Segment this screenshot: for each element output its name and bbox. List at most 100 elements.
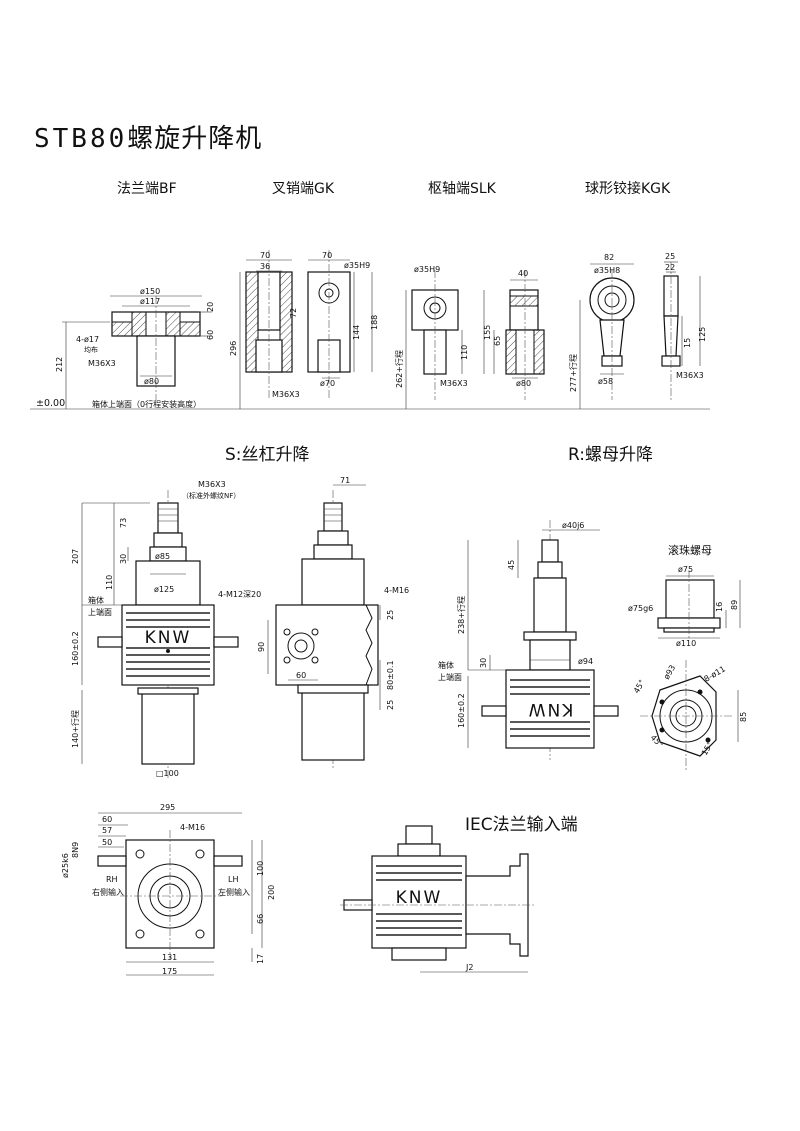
s-side-80: 80±0.1 bbox=[386, 660, 395, 690]
s-side-4m16: 4-M16 bbox=[384, 586, 409, 595]
bf-20: 20 bbox=[206, 302, 215, 312]
bf-uniform: 均布 bbox=[84, 345, 98, 354]
kgk-m36: M36X3 bbox=[676, 371, 704, 380]
slk-d35h9: ø35H9 bbox=[414, 265, 440, 274]
fv-8d11: 8-ø11 bbox=[703, 664, 727, 683]
ballnut-label: 滚珠螺母 bbox=[668, 544, 712, 557]
bn-16: 16 bbox=[715, 602, 724, 612]
slk-m36: M36X3 bbox=[440, 379, 468, 388]
label-slk: 枢轴端SLK bbox=[428, 181, 496, 197]
s-side-90: 90 bbox=[257, 642, 266, 652]
s-d85: ø85 bbox=[155, 552, 170, 561]
s-73: 73 bbox=[119, 518, 128, 528]
r-d40j6: ø40j6 bbox=[562, 521, 584, 530]
tv-8n9: 8N9 bbox=[71, 842, 80, 858]
r-30: 30 bbox=[479, 658, 488, 668]
s-nf: （标准外螺纹NF） bbox=[182, 491, 240, 500]
tv-200: 200 bbox=[267, 885, 276, 900]
kgk-125: 125 bbox=[698, 327, 707, 342]
tv-66: 66 bbox=[256, 914, 265, 924]
zero-text: ±0.00 bbox=[36, 398, 65, 409]
gk-296: 296 bbox=[229, 341, 238, 356]
title-name: 螺旋升降机 bbox=[127, 124, 263, 154]
title-model: STB80 bbox=[34, 124, 128, 154]
fv-45a: 45° bbox=[632, 678, 647, 695]
r-front-logo: KNW bbox=[527, 699, 574, 719]
r-d94: ø94 bbox=[578, 657, 593, 666]
tv-rh: RH bbox=[106, 875, 118, 884]
gk-70a: 70 bbox=[260, 251, 270, 260]
fv-d93: ø93 bbox=[662, 663, 677, 681]
kgk-277: 277+行程 bbox=[568, 354, 578, 392]
bf-d80: ø80 bbox=[144, 377, 159, 386]
slk-155: 155 bbox=[483, 325, 492, 340]
gk-144: 144 bbox=[352, 325, 361, 340]
bf-212: 212 bbox=[55, 357, 64, 372]
s-d125: ø125 bbox=[154, 585, 174, 594]
r-front-drawing bbox=[467, 520, 619, 760]
gk-36: 36 bbox=[260, 262, 270, 271]
flange-view-drawing bbox=[640, 660, 739, 770]
s-side-25b: 25 bbox=[386, 700, 395, 710]
kgk-82: 82 bbox=[604, 253, 614, 262]
gk-188: 188 bbox=[370, 315, 379, 330]
tv-d25k6: ø25k6 bbox=[61, 853, 70, 878]
s-side-60: 60 bbox=[296, 671, 306, 680]
kgk-d58: ø58 bbox=[598, 377, 613, 386]
slk-65: 110 bbox=[460, 345, 469, 360]
tv-rh-text: 右侧输入 bbox=[92, 887, 124, 897]
ballnut-drawing bbox=[657, 570, 741, 640]
bf-flange-drawing bbox=[62, 295, 212, 409]
gk-70b: 70 bbox=[322, 251, 332, 260]
s-box: 箱体 bbox=[88, 595, 104, 605]
tv-60: 60 bbox=[102, 815, 112, 824]
r-45: 45 bbox=[507, 560, 516, 570]
s-side-25a: 25 bbox=[386, 610, 395, 620]
s-207: 207 bbox=[71, 549, 80, 564]
gk-72: 72 bbox=[289, 308, 298, 318]
s-160: 160±0.2 bbox=[71, 631, 80, 666]
s-side-71: 71 bbox=[340, 476, 350, 485]
iec-j2: J2 bbox=[465, 963, 473, 972]
s-140: 140+行程 bbox=[70, 710, 80, 748]
r-top-face: 上端面 bbox=[438, 672, 462, 682]
s-front-logo: KNW bbox=[145, 628, 192, 648]
tv-175: 175 bbox=[162, 967, 177, 976]
section-s: S:丝杠升降 bbox=[225, 445, 310, 465]
bn-89: 89 bbox=[730, 600, 739, 610]
s-side-drawing bbox=[267, 484, 381, 770]
gk-m36: M36X3 bbox=[272, 390, 300, 399]
slk-d80: ø80 bbox=[516, 379, 531, 388]
kgk-22: 22 bbox=[665, 263, 675, 272]
s-sq100: □100 bbox=[156, 769, 179, 778]
slk-side-drawing bbox=[483, 270, 545, 400]
bf-m36: M36X3 bbox=[88, 359, 116, 368]
gk-d35h9: ø35H9 bbox=[344, 261, 370, 270]
gk-side-drawing bbox=[307, 250, 373, 400]
page-title: STB80螺旋升降机 bbox=[34, 118, 262, 155]
tv-131: 131 bbox=[162, 953, 177, 962]
bn-d110: ø110 bbox=[676, 639, 696, 648]
r-160: 160±0.2 bbox=[457, 693, 466, 728]
slk-front-drawing bbox=[405, 270, 463, 409]
zero-note: 箱体上端面（0行程安装高度） bbox=[92, 399, 201, 409]
bf-4d17: 4-ø17 bbox=[76, 335, 99, 344]
kgk-25: 25 bbox=[665, 252, 675, 261]
kgk-front-drawing bbox=[579, 263, 635, 409]
label-gk: 叉销端GK bbox=[272, 181, 335, 197]
bf-d117: ø117 bbox=[140, 297, 160, 306]
gk-d70: ø70 bbox=[320, 379, 335, 388]
tv-lh-text: 左侧输入 bbox=[218, 887, 250, 897]
kgk-d35h8: ø35H8 bbox=[594, 266, 620, 275]
kgk-side-drawing bbox=[661, 261, 701, 400]
top-view-drawing bbox=[97, 812, 263, 976]
s-front-drawing bbox=[81, 490, 239, 780]
r-238: 238+行程 bbox=[456, 596, 466, 634]
label-bf: 法兰端BF bbox=[117, 181, 177, 197]
kgk-15: 15 bbox=[683, 338, 692, 348]
bf-d150: ø150 bbox=[140, 287, 160, 296]
s-top-face: 上端面 bbox=[88, 607, 112, 617]
slk-40: 40 bbox=[518, 269, 528, 278]
section-r: R:螺母升降 bbox=[568, 445, 654, 465]
